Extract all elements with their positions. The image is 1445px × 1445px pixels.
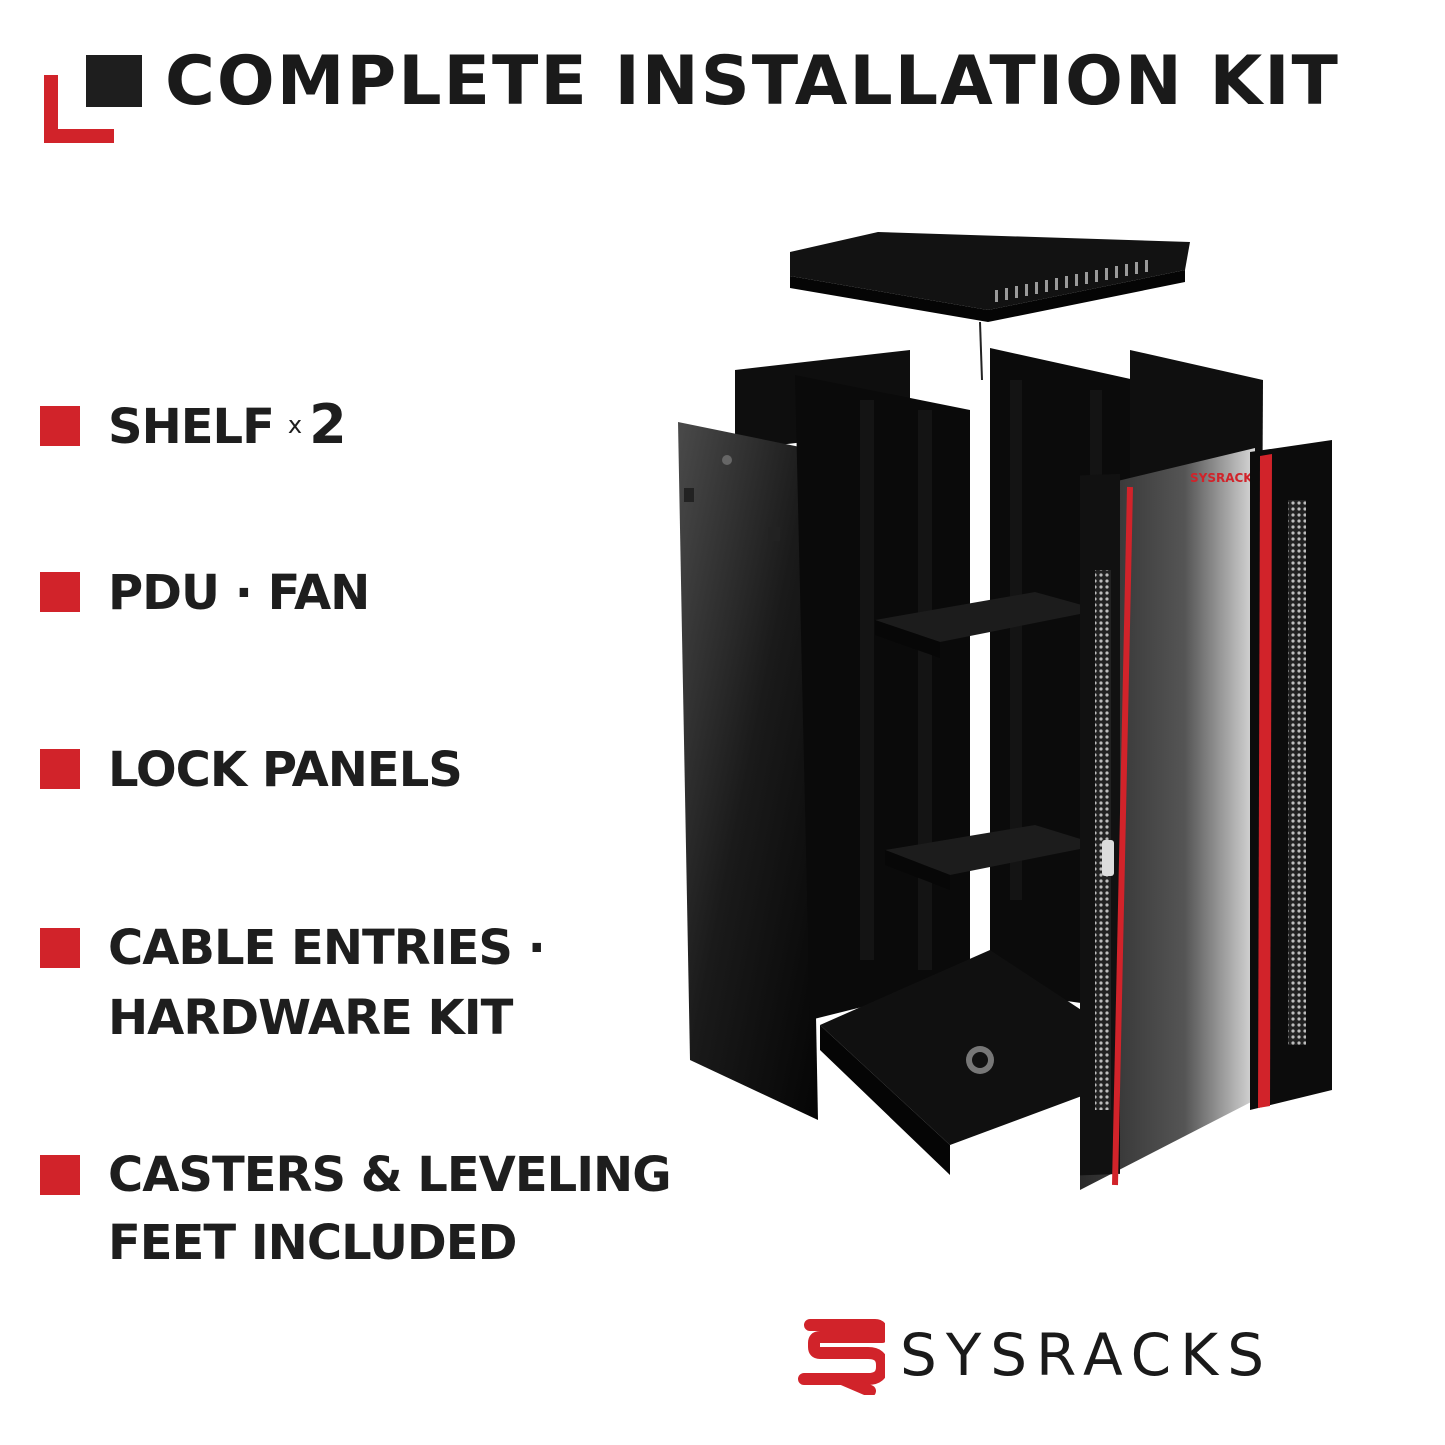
- shelf-count: 2: [309, 393, 347, 456]
- brand-logo: SYSRACKS: [790, 1315, 1390, 1395]
- rack-illustration: SYSRACKS: [678, 232, 1332, 1190]
- page-title: COMPLETE INSTALLATION KIT: [165, 42, 1340, 121]
- shelf-times: x: [287, 411, 302, 439]
- bullet-icon: [40, 749, 80, 789]
- brand-name: SYSRACKS: [900, 1321, 1274, 1389]
- feature-casters-line1: CASTERS & LEVELING: [108, 1147, 672, 1203]
- bullet-icon: [40, 928, 80, 968]
- door-logo: SYSRACKS: [1190, 471, 1261, 485]
- left-side-panel: [678, 422, 818, 1120]
- bullet-icon: [40, 1155, 80, 1195]
- front-glass-door: SYSRACKS: [1080, 448, 1261, 1190]
- bullet-icon: [40, 572, 80, 612]
- feature-casters-line2: FEET INCLUDED: [108, 1215, 517, 1271]
- feature-cable-line1: CABLE ENTRIES ·: [108, 920, 546, 976]
- feature-pdu-fan-text: PDU · FAN: [108, 565, 370, 621]
- shelf-label: SHELF: [108, 399, 275, 455]
- feature-lock-panels-text: LOCK PANELS: [108, 742, 463, 798]
- feature-cable-line2: HARDWARE KIT: [108, 990, 513, 1046]
- front-vented-door: [1250, 440, 1332, 1110]
- bullet-icon: [40, 406, 80, 446]
- top-cover: [790, 232, 1190, 381]
- header-logo-mark: [44, 55, 142, 143]
- brand-mark-icon: [798, 1319, 885, 1395]
